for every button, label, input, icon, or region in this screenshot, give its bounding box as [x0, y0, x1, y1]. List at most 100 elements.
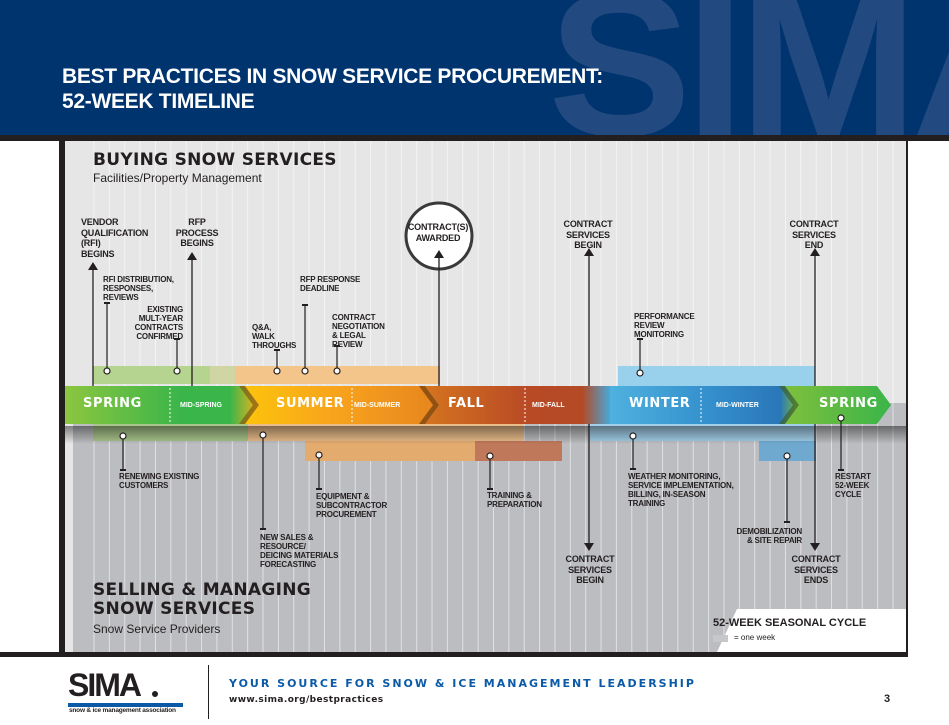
- label-line: CONTRACT: [565, 554, 615, 564]
- label-line: CONTRACT: [791, 554, 841, 564]
- footer-url[interactable]: www.sima.org/bestpractices: [229, 695, 384, 705]
- label-line: MULT-YEAR: [138, 314, 183, 323]
- bar-spring-activities: [93, 366, 210, 384]
- label-line: RFP RESPONSE: [300, 275, 361, 284]
- label-line: RFI DISTRIBUTION,: [103, 275, 174, 284]
- mid-label-fall: MID-FALL: [532, 402, 565, 409]
- label-line: EXISTING: [147, 305, 183, 314]
- milestone-rfp-arrow-icon: [187, 252, 197, 260]
- buying-section-title: BUYING SNOW SERVICES: [93, 150, 337, 170]
- label-line: CONTRACT: [563, 219, 613, 229]
- event-new-sales-dot-icon: [259, 431, 267, 439]
- logo-registered-mark: [152, 691, 158, 697]
- label-line: & SITE REPAIR: [746, 536, 802, 545]
- mid-label-spring: MID-SPRING: [180, 402, 222, 409]
- milestone-services-begin-arrow-icon: [584, 248, 594, 256]
- label-line: RESTART: [835, 472, 871, 481]
- page-footer: SIMA snow & ice management association Y…: [0, 657, 949, 725]
- label-line: CYCLE: [835, 490, 862, 499]
- label-line: ENDS: [803, 575, 829, 585]
- season-label-summer: SUMMER: [276, 396, 345, 411]
- event-equipment-procurement: EQUIPMENT & SUBCONTRACTOR PROCUREMENT: [316, 492, 387, 519]
- event-performance-dot-icon: [636, 369, 644, 377]
- label-line: DEMOBILIZATION: [736, 527, 803, 536]
- label-line: PROCUREMENT: [316, 510, 377, 519]
- label-line: BEGIN: [574, 240, 602, 250]
- label-line: END: [804, 240, 824, 250]
- milestone-vendor-qualification: VENDOR QUALIFICATION (RFI) BEGINS: [81, 217, 148, 259]
- event-rfi-distribution: RFI DISTRIBUTION, RESPONSES, REVIEWS: [103, 275, 174, 302]
- event-rfi-dot-icon: [103, 367, 111, 375]
- label-line: RESPONSES,: [103, 284, 154, 293]
- label-line: WEATHER MONITORING,: [628, 472, 721, 481]
- logo-bar: [68, 703, 183, 707]
- label-line: 52-WEEK: [835, 481, 870, 490]
- ribbon-chevron: [779, 386, 799, 424]
- event-restart-dot-icon: [837, 414, 845, 422]
- selling-section-subtitle: Snow Service Providers: [93, 622, 221, 636]
- ribbon-chevron: [239, 386, 259, 424]
- legend: 52-WEEK SEASONAL CYCLE = one week: [700, 609, 906, 652]
- bar-demobilization: [759, 441, 816, 461]
- label-line: SERVICES: [792, 229, 836, 240]
- label-line: DEADLINE: [300, 284, 340, 293]
- milestone-sell-contract-services-begin: CONTRACT SERVICES BEGIN: [560, 554, 620, 586]
- label-line: BEGINS: [81, 248, 115, 259]
- ribbon-spring-end: [785, 386, 891, 424]
- label-line: RFP: [188, 217, 206, 227]
- logo-wordmark: SIMA: [68, 667, 142, 703]
- label-line: SUBCONTRACTOR: [316, 501, 388, 510]
- milestone-sell-contract-services-ends: CONTRACT SERVICES ENDS: [786, 554, 846, 586]
- label-line: BEGIN: [576, 575, 604, 585]
- event-equipment-dot-icon: [315, 451, 323, 459]
- milestone-vendor-arrow-icon: [88, 262, 98, 270]
- label-line: QUALIFICATION: [81, 227, 149, 238]
- selling-title-line2: SNOW SERVICES: [93, 599, 256, 619]
- selling-section-title: SELLING & MANAGING SNOW SERVICES: [93, 581, 311, 619]
- label-line: & LEGAL: [332, 331, 366, 340]
- label-line: TRAINING: [628, 499, 666, 508]
- legend-panel: [717, 609, 906, 652]
- footer-divider: [208, 665, 209, 719]
- label-line: CUSTOMERS: [119, 481, 169, 490]
- legend-title: 52-WEEK SEASONAL CYCLE: [713, 617, 867, 629]
- label-line: MONITORING: [634, 330, 684, 339]
- event-renewing-dot-icon: [119, 432, 127, 440]
- ribbon-winter: [610, 386, 799, 424]
- mid-label-winter: MID-WINTER: [716, 402, 759, 409]
- label-line: CONTRACT(S): [407, 222, 469, 232]
- label-line: AWARDED: [415, 232, 461, 243]
- label-line: BILLING, IN-SEASON: [628, 490, 706, 499]
- event-rfp-response-deadline: RFP RESPONSE DEADLINE: [300, 275, 360, 293]
- label-line: SERVICES: [568, 564, 612, 575]
- milestone-contract-services-end: CONTRACT SERVICES END: [784, 219, 844, 251]
- label-line: PERFORMANCE: [634, 312, 695, 321]
- season-label-fall: FALL: [448, 396, 485, 411]
- bar-equipment-procurement: [305, 441, 480, 461]
- ribbon-fall: [425, 386, 610, 424]
- milestone-services-end-arrow-icon: [810, 248, 820, 256]
- label-line: FORECASTING: [260, 560, 317, 569]
- event-qa-dot-icon: [273, 367, 281, 375]
- event-qa-walkthroughs: Q&A, WALK THROUGHS: [252, 323, 296, 350]
- season-label-spring-end: SPRING: [819, 396, 878, 411]
- label-line: VENDOR: [81, 217, 119, 227]
- page-header: SIMA BEST PRACTICES IN SNOW SERVICE PROC…: [0, 0, 949, 135]
- page-number: 3: [884, 693, 891, 705]
- footer-tagline: YOUR SOURCE FOR SNOW & ICE MANAGEMENT LE…: [229, 677, 696, 690]
- buying-section-subtitle: Facilities/Property Management: [93, 171, 262, 185]
- label-line: PREPARATION: [487, 500, 542, 509]
- sell-services-begin-arrow-icon: [584, 543, 594, 551]
- label-line: REVIEW: [332, 340, 363, 349]
- label-line: CONTRACT: [789, 219, 839, 229]
- event-restart-cycle: RESTART 52-WEEK CYCLE: [835, 472, 871, 499]
- season-label-winter: WINTER: [629, 396, 691, 411]
- label-line: TRAINING &: [487, 491, 532, 500]
- label-line: SERVICE IMPLEMENTATION,: [628, 481, 734, 490]
- label-line: NEGOTIATION: [332, 322, 385, 331]
- bar-transition: [210, 366, 240, 384]
- sima-watermark: SIMA: [548, 0, 949, 135]
- event-existing-dot-icon: [173, 367, 181, 375]
- legend-swatch-text: = one week: [734, 633, 776, 642]
- label-line: NEW SALES &: [260, 533, 314, 542]
